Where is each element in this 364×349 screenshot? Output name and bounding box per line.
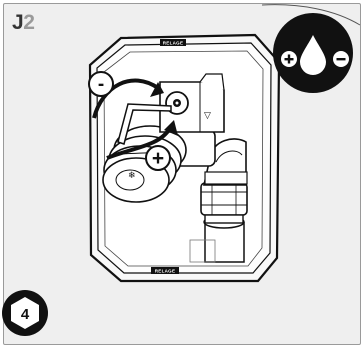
- hex-key-size-icon: 4: [2, 290, 48, 336]
- tool-size-label: 4: [21, 306, 30, 323]
- bottom-label-text: RELAGE: [155, 269, 176, 274]
- cap-symbol: ❄: [128, 170, 136, 180]
- minus-label: -: [98, 74, 104, 95]
- arrow-mark: ▽: [204, 110, 211, 120]
- plus-label: +: [152, 147, 164, 170]
- top-label-text: RELAGE: [163, 41, 184, 46]
- drop-plus-minus-icon: [273, 13, 353, 93]
- pipe-nut: [201, 183, 247, 215]
